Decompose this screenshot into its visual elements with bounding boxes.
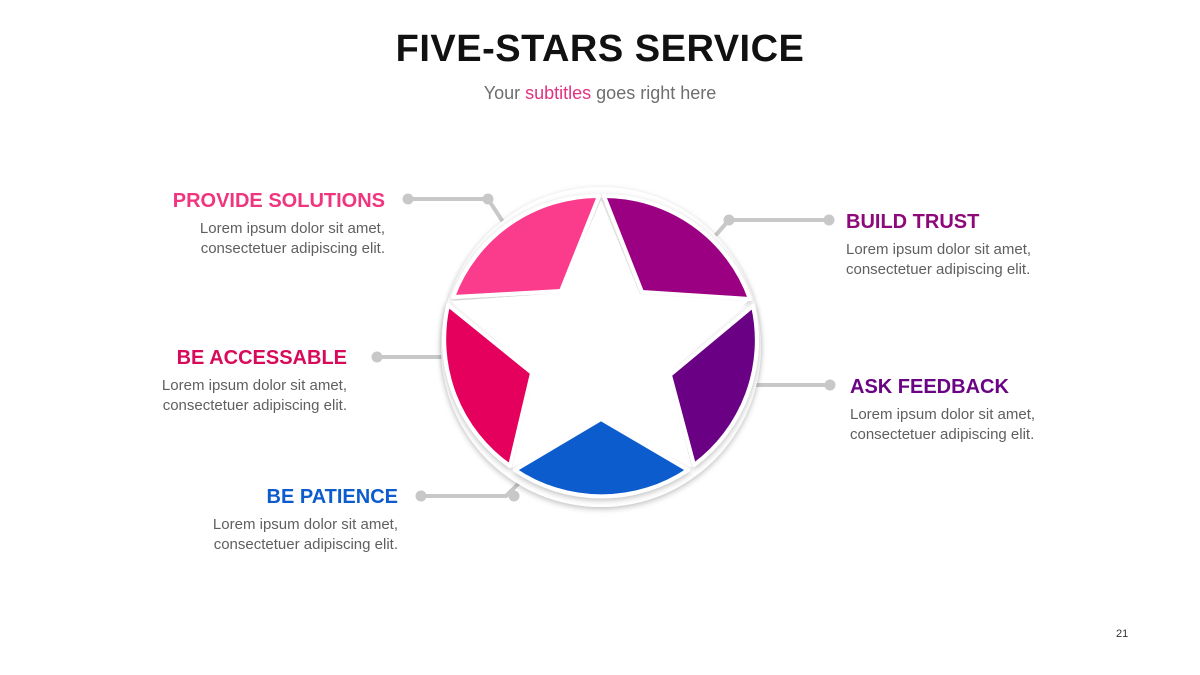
item-description-line: consectetuer adipiscing elit. — [213, 536, 398, 553]
slide-subtitle: Your subtitles goes right here — [0, 83, 1200, 104]
dot-build-trust-end — [823, 214, 835, 226]
item-description: Lorem ipsum dolor sit amet, consectetuer… — [850, 405, 1150, 445]
dot-be-patience-end — [415, 490, 427, 502]
dot-provide-solutions-end — [402, 193, 414, 205]
item-title: BUILD TRUST — [846, 211, 980, 233]
subtitle-text-before: Your — [483, 83, 526, 103]
item-description-line: Lorem ipsum dolor sit amet, — [850, 406, 1036, 423]
item-title: PROVIDE SOLUTIONS — [172, 190, 385, 212]
page-number: 21 — [1116, 628, 1129, 640]
item-ask-feedback: ASK FEEDBACK Lorem ipsum dolor sit amet,… — [850, 376, 1150, 445]
item-be-accessable: BE ACCESSABLE Lorem ipsum dolor sit amet… — [47, 347, 347, 416]
item-description-line: consectetuer adipiscing elit. — [850, 426, 1035, 443]
item-description-line: consectetuer adipiscing elit. — [200, 240, 385, 257]
item-title: ASK FEEDBACK — [850, 376, 1009, 398]
dot-ask-feedback-end — [824, 379, 836, 391]
dot-be-accessable-end — [371, 351, 383, 363]
dot-provide-solutions-joint — [482, 193, 494, 205]
item-description: Lorem ipsum dolor sit amet, consectetuer… — [47, 376, 347, 416]
item-provide-solutions: PROVIDE SOLUTIONS Lorem ipsum dolor sit … — [85, 190, 385, 259]
item-title: BE ACCESSABLE — [176, 347, 347, 369]
star-icon — [451, 200, 748, 468]
subtitle-highlight: subtitles — [525, 83, 592, 103]
diagram-segments — [442, 193, 759, 499]
segment-ask-feedback — [668, 304, 759, 467]
item-description-line: Lorem ipsum dolor sit amet, — [212, 516, 398, 533]
item-description-line: Lorem ipsum dolor sit amet, — [199, 220, 385, 237]
item-description-line: Lorem ipsum dolor sit amet, — [161, 377, 347, 394]
item-be-patience: BE PATIENCE Lorem ipsum dolor sit amet, … — [98, 486, 398, 555]
slide-title: FIVE-STARS SERVICE — [395, 28, 805, 70]
item-description: Lorem ipsum dolor sit amet, consectetuer… — [98, 515, 398, 555]
connector-dots — [371, 193, 836, 502]
subtitle-text-after: goes right here — [591, 83, 717, 103]
dot-be-patience-joint — [508, 490, 520, 502]
item-description: Lorem ipsum dolor sit amet, consectetuer… — [85, 219, 385, 259]
item-description-line: consectetuer adipiscing elit. — [162, 397, 347, 414]
connector-be-patience — [419, 482, 520, 498]
dot-build-trust-joint — [723, 214, 735, 226]
segment-build-trust — [602, 194, 752, 301]
segment-be-accessable — [442, 303, 534, 468]
segment-be-patience — [513, 417, 690, 499]
item-title: BE PATIENCE — [266, 486, 399, 508]
item-build-trust: BUILD TRUST Lorem ipsum dolor sit amet, … — [846, 211, 1146, 280]
item-description: Lorem ipsum dolor sit amet, consectetuer… — [846, 240, 1146, 280]
item-description-line: consectetuer adipiscing elit. — [846, 261, 1031, 278]
item-description-line: Lorem ipsum dolor sit amet, — [846, 241, 1032, 258]
segment-provide-solutions — [451, 193, 601, 299]
